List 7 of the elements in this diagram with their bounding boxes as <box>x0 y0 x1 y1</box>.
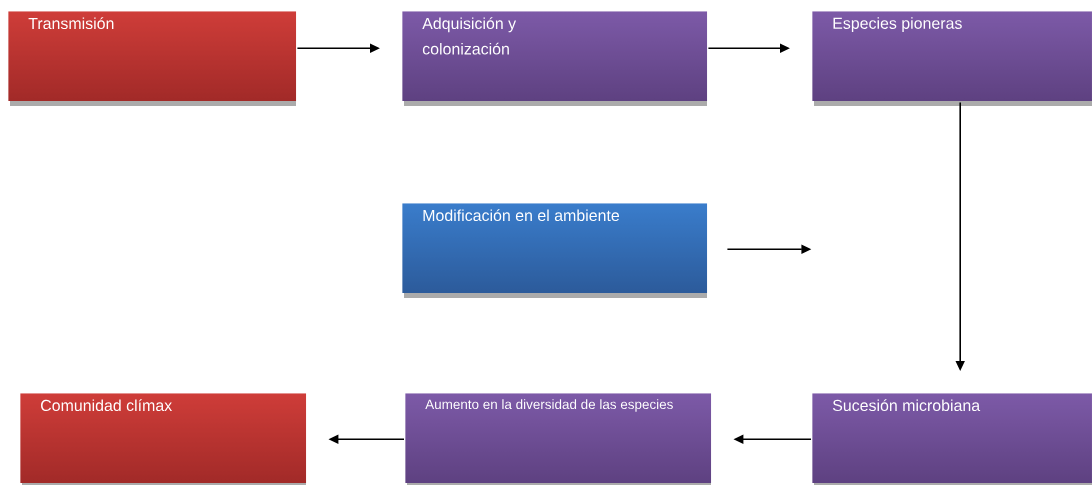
process-box: Sucesión microbiana <box>812 393 1092 485</box>
process-box: Transmisión <box>8 11 297 106</box>
process-box: Modificación en el ambiente <box>402 203 708 298</box>
process-box: Adquisición y colonización <box>402 11 708 106</box>
process-box: Especies pioneras <box>812 11 1092 106</box>
process-box: Aumento en la diversidad de las especies <box>405 393 712 485</box>
process-box: Comunidad clímax <box>20 393 307 485</box>
